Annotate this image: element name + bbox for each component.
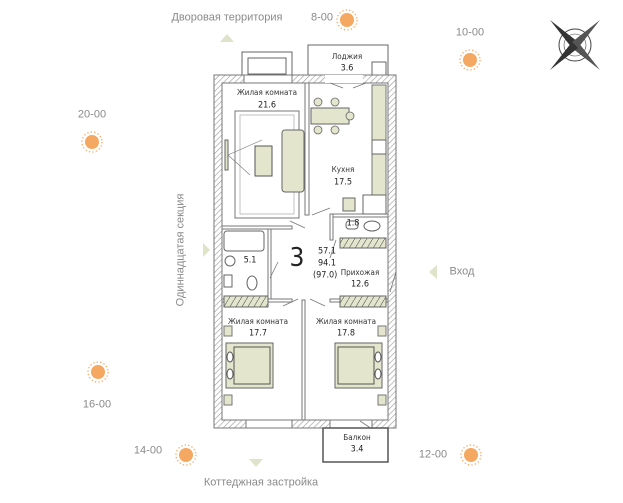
west-arrow-icon [203,243,210,257]
room-area: 5.1 [243,255,257,266]
sun-time: 14-00 [133,444,163,457]
north-label: Дворовая территория [171,11,283,24]
rooms-count: 3 [289,243,305,273]
sun-icon [81,131,103,153]
total-area: 94.1 [318,258,337,269]
room-name: Кухня [331,165,355,174]
west-label: Одиннадцатая секция [174,193,187,307]
sun-icon [175,444,197,466]
room-name: Жилая комната [316,317,376,326]
sun-icon [87,361,109,383]
room-area: 1.8 [346,218,360,229]
total-area-with-balconies: (97.0) [313,270,338,281]
sun-time: 20-00 [77,108,107,121]
room-area: 17.7 [248,328,268,339]
room-name: Жилая комната [237,88,297,97]
room-area: 12.6 [350,279,370,290]
sun-time: 8-00 [310,11,334,24]
sun-icon [459,49,481,71]
room-area: 17.5 [333,177,353,188]
room-name: Прихожая [340,268,380,277]
room-name: Жилая комната [228,317,288,326]
room-name: Балкон [343,433,371,442]
south-arrow-icon [249,459,263,467]
room-area: 17.8 [336,328,356,339]
sun-time: 12-00 [418,448,448,461]
sun-icon [460,444,482,466]
room-area: 3.4 [350,444,364,455]
entrance-label: Вход [449,265,475,278]
sun-time: 10-00 [455,26,485,39]
room-name: Лоджия [331,52,363,61]
room-area: 3.6 [340,63,354,74]
entrance-arrow-icon [429,265,437,279]
sun-icon [336,9,358,31]
living-area: 57.1 [318,246,337,257]
sun-time: 16-00 [82,398,112,411]
north-arrow-icon [220,34,234,42]
compass-rose-icon [550,20,600,70]
room-area: 21.6 [257,100,277,111]
south-label: Коттеджная застройка [203,476,319,489]
